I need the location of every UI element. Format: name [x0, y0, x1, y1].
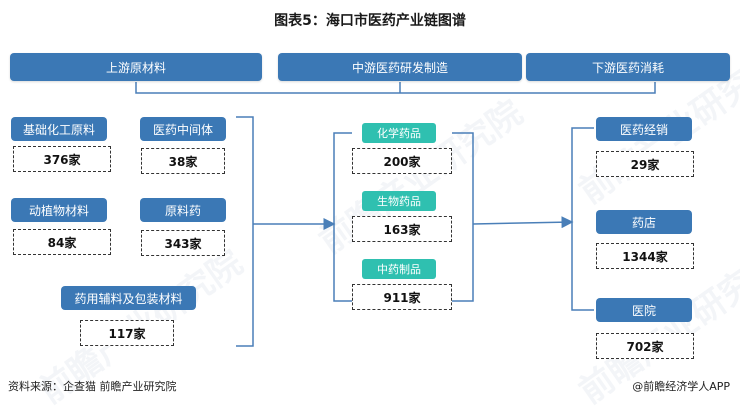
upstream-count-excipients: 117家 [80, 320, 174, 346]
mid-label-chemical-drugs: 化学药品 [362, 123, 436, 143]
brand-credit: @前瞻经济学人APP [632, 380, 730, 393]
mid-label-tcm: 中药制品 [362, 259, 436, 279]
down-label-distribution: 医药经销 [596, 117, 692, 141]
left-bracket [236, 116, 254, 347]
figure-title: 图表5：海口市医药产业链图谱 [274, 13, 466, 29]
header-midstream: 中游医药研发制造 [278, 53, 522, 81]
upstream-label-excipients: 药用辅料及包装材料 [61, 286, 196, 310]
mid-count-tcm: 911家 [352, 284, 452, 310]
mid-count-chemical-drugs: 200家 [352, 148, 452, 174]
right-bracket [571, 127, 594, 311]
down-count-hospital: 702家 [596, 333, 694, 359]
source-note: 资料来源：企查猫 前瞻产业研究院 [8, 380, 177, 393]
header-bracket [135, 82, 656, 94]
upstream-label-intermediates: 医药中间体 [140, 117, 226, 141]
header-upstream: 上游原材料 [10, 53, 262, 81]
upstream-count-plant-animal: 84家 [13, 229, 111, 255]
arrow-mid-to-downstream [472, 216, 574, 229]
down-label-pharmacy: 药店 [596, 210, 692, 234]
upstream-label-plant-animal: 动植物材料 [11, 198, 107, 222]
upstream-count-basic-chemicals: 376家 [13, 146, 111, 172]
mid-label-biologics: 生物药品 [362, 191, 436, 211]
header-downstream: 下游医药消耗 [526, 53, 730, 81]
down-count-distribution: 29家 [596, 151, 694, 177]
down-label-hospital: 医院 [596, 298, 692, 322]
upstream-count-intermediates: 38家 [141, 148, 225, 174]
upstream-count-api: 343家 [141, 230, 225, 256]
mid-right-bracket [452, 132, 474, 302]
mid-count-biologics: 163家 [352, 216, 452, 242]
mid-left-bracket [333, 132, 352, 302]
down-count-pharmacy: 1344家 [596, 243, 694, 269]
upstream-label-basic-chemicals: 基础化工原料 [11, 117, 107, 141]
upstream-label-api: 原料药 [140, 198, 226, 222]
